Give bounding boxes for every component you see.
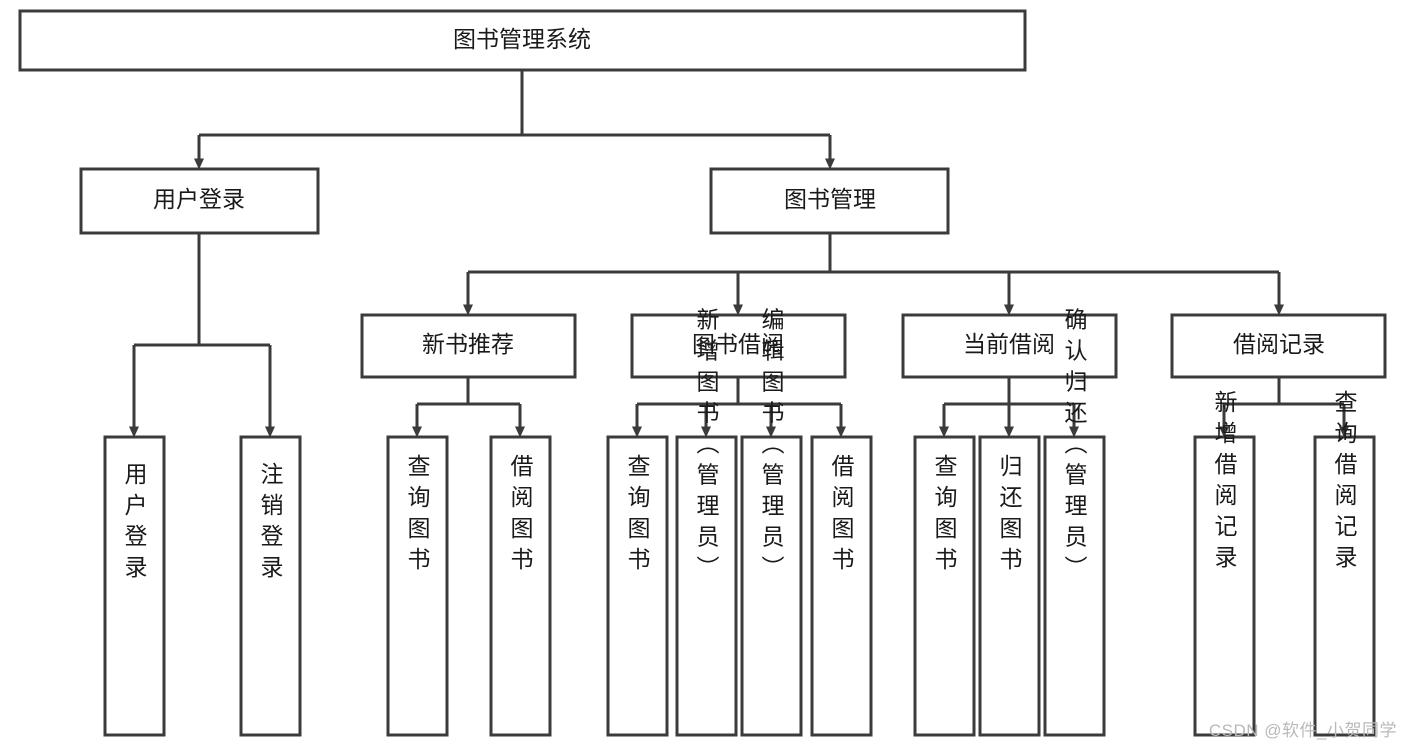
leaf-borrow-query-book[interactable]: 查询图书 <box>606 435 669 737</box>
leaf-current-confirm-return-box[interactable] <box>1043 435 1106 737</box>
node-book-borrow-box[interactable] <box>630 313 847 379</box>
edge-layer <box>129 70 1349 438</box>
leaf-user-login-box[interactable] <box>103 435 166 737</box>
node-book-management-label: 图书管理 <box>784 186 876 212</box>
node-new-book-recommend-label: 新书推荐 <box>422 331 514 357</box>
leaf-record-add-box[interactable] <box>1193 435 1256 737</box>
leaf-borrow-query-book-label: 查询图书 <box>624 454 651 578</box>
leaf-current-return-book[interactable]: 归还图书 <box>978 435 1041 737</box>
node-root-label: 图书管理系统 <box>453 26 591 52</box>
leaf-newbook-query-book[interactable]: 查询图书 <box>386 435 449 737</box>
leaf-record-query[interactable]: 查询借阅记录 <box>1313 390 1376 737</box>
node-new-book-recommend[interactable]: 新书推荐 <box>360 313 577 379</box>
leaf-current-return-book-label: 归还图书 <box>996 454 1023 578</box>
node-borrow-record-box[interactable] <box>1170 313 1387 379</box>
leaf-record-add-label: 新增借阅记录 <box>1211 390 1238 576</box>
node-root-box[interactable] <box>18 9 1027 72</box>
leaf-newbook-borrow-book-box[interactable] <box>489 435 552 737</box>
leaf-newbook-borrow-book-label: 借阅图书 <box>507 454 534 578</box>
node-user-login-label: 用户登录 <box>153 186 245 212</box>
leaf-user-logout-label: 注销登录 <box>257 462 284 586</box>
leaf-user-logout-box[interactable] <box>239 435 302 737</box>
node-borrow-record[interactable]: 借阅记录 <box>1170 313 1387 379</box>
leaf-current-query-book-label: 查询图书 <box>931 454 958 578</box>
leaf-record-query-box[interactable] <box>1313 435 1376 737</box>
node-book-borrow[interactable]: 图书借阅 <box>630 313 847 379</box>
node-root[interactable]: 图书管理系统 <box>18 9 1027 72</box>
node-book-management-box[interactable] <box>709 167 950 235</box>
leaf-newbook-query-book-label: 查询图书 <box>404 454 431 578</box>
leaf-user-logout[interactable]: 注销登录 <box>239 435 302 737</box>
leaf-borrow-lend-book-label: 借阅图书 <box>828 454 855 578</box>
leaf-newbook-query-book-box[interactable] <box>386 435 449 737</box>
leaf-current-confirm-return-label: 确认归还（管理员） <box>1061 308 1088 587</box>
leaf-newbook-borrow-book[interactable]: 借阅图书 <box>489 435 552 737</box>
leaf-borrow-lend-book-box[interactable] <box>810 435 873 737</box>
leaf-current-confirm-return[interactable]: 确认归还（管理员） <box>1043 308 1106 737</box>
leaf-borrow-edit-book-box[interactable] <box>740 435 803 737</box>
leaf-borrow-add-book-box[interactable] <box>675 435 738 737</box>
node-current-borrow-box[interactable] <box>901 313 1118 379</box>
leaf-borrow-edit-book[interactable]: 编辑图书（管理员） <box>740 308 803 737</box>
csdn-watermark: CSDN @软件_小贺同学 <box>1208 721 1397 740</box>
leaf-current-query-book-box[interactable] <box>913 435 976 737</box>
leaf-borrow-query-book-box[interactable] <box>606 435 669 737</box>
node-user-login-box[interactable] <box>79 167 320 235</box>
leaf-borrow-add-book[interactable]: 新增图书（管理员） <box>675 308 738 737</box>
node-book-borrow-label: 图书借阅 <box>692 331 784 357</box>
node-book-management[interactable]: 图书管理 <box>709 167 950 235</box>
node-current-borrow[interactable]: 当前借阅 <box>901 313 1118 379</box>
leaf-current-return-book-box[interactable] <box>978 435 1041 737</box>
leaf-user-login[interactable]: 用户登录 <box>103 435 166 737</box>
leaf-borrow-lend-book[interactable]: 借阅图书 <box>810 435 873 737</box>
node-borrow-record-label: 借阅记录 <box>1233 331 1325 357</box>
leaf-record-query-label: 查询借阅记录 <box>1331 390 1358 576</box>
node-current-borrow-label: 当前借阅 <box>963 331 1055 357</box>
node-new-book-recommend-box[interactable] <box>360 313 577 379</box>
node-user-login[interactable]: 用户登录 <box>79 167 320 235</box>
leaf-borrow-edit-book-label: 编辑图书（管理员） <box>758 308 785 587</box>
leaf-borrow-add-book-label: 新增图书（管理员） <box>693 308 720 587</box>
leaf-record-add[interactable]: 新增借阅记录 <box>1193 390 1256 737</box>
leaf-current-query-book[interactable]: 查询图书 <box>913 435 976 737</box>
leaf-user-login-label: 用户登录 <box>121 462 148 586</box>
